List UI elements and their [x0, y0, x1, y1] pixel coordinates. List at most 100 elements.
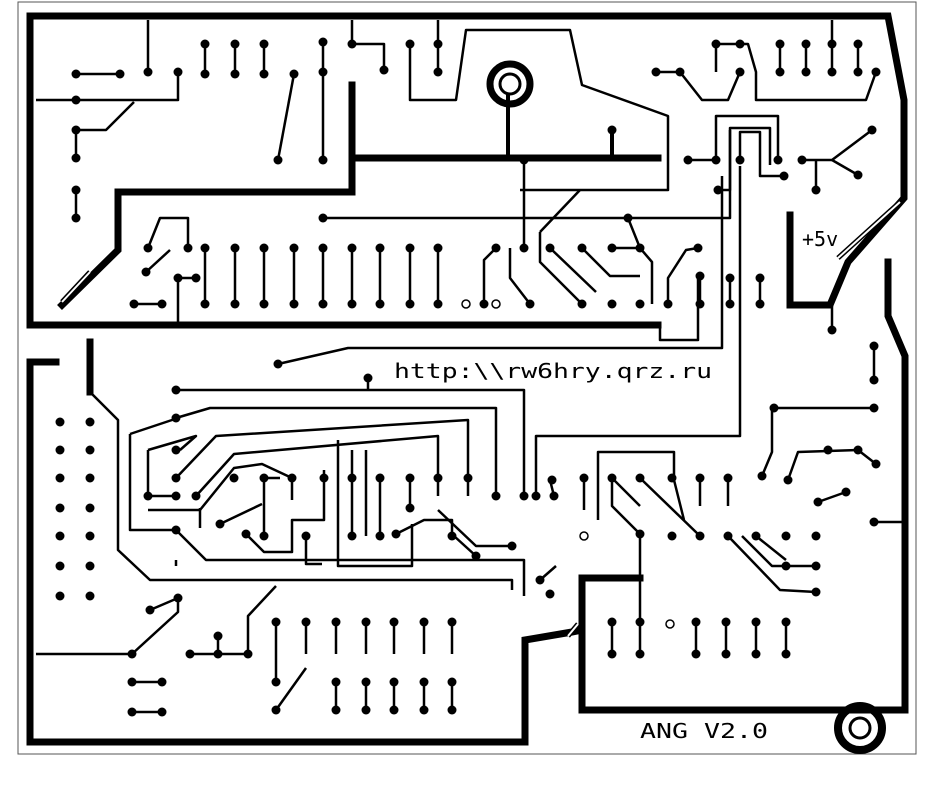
pad: [85, 445, 95, 455]
pad: [200, 39, 210, 49]
pad: [725, 273, 735, 283]
pad: [635, 243, 645, 253]
pad: [667, 473, 677, 483]
pad: [713, 185, 723, 195]
url-label: http:\\rw6hry.qrz.ru: [394, 359, 712, 383]
pad: [171, 491, 181, 501]
pad: [318, 243, 328, 253]
pad: [545, 589, 555, 599]
pad: [318, 299, 328, 309]
pad: [695, 473, 705, 483]
pad: [241, 529, 251, 539]
pad: [143, 243, 153, 253]
pad: [85, 561, 95, 571]
pad: [185, 649, 195, 659]
pad: [801, 67, 811, 77]
pad: [723, 531, 733, 541]
pad: [405, 243, 415, 253]
pad: [271, 677, 281, 687]
pad: [259, 243, 269, 253]
pad: [853, 67, 863, 77]
pad: [171, 473, 181, 483]
pad: [331, 705, 341, 715]
pad: [143, 67, 153, 77]
pad: [841, 487, 851, 497]
pad: [507, 541, 517, 551]
pad: [869, 375, 879, 385]
pad: [695, 271, 705, 281]
pad: [607, 243, 617, 253]
pad: [781, 531, 791, 541]
pad: [405, 503, 415, 513]
pad: [273, 155, 283, 165]
pad: [535, 575, 545, 585]
pad: [811, 561, 821, 571]
pad: [273, 359, 283, 369]
pad: [447, 705, 457, 715]
pad: [230, 69, 240, 79]
pad: [157, 299, 167, 309]
pad: [171, 525, 181, 535]
pad: [781, 617, 791, 627]
pad: [71, 125, 81, 135]
pad: [867, 125, 877, 135]
pad: [55, 591, 65, 601]
pad: [811, 587, 821, 597]
pad: [301, 617, 311, 627]
pad: [433, 67, 443, 77]
pad: [635, 649, 645, 659]
pad: [319, 473, 329, 483]
pad: [735, 67, 745, 77]
pad: [769, 403, 779, 413]
pad: [823, 445, 833, 455]
pad: [375, 473, 385, 483]
pad: [433, 243, 443, 253]
pad: [447, 677, 457, 687]
pad: [271, 705, 281, 715]
pad: [405, 299, 415, 309]
pad: [813, 497, 823, 507]
pad: [871, 459, 881, 469]
pad: [635, 299, 645, 309]
pad: [129, 299, 139, 309]
pad: [171, 413, 181, 423]
pad: [695, 531, 705, 541]
pad: [173, 67, 183, 77]
pad: [577, 243, 587, 253]
pad: [773, 155, 783, 165]
pad: [691, 617, 701, 627]
pad: [347, 243, 357, 253]
pad: [347, 39, 357, 49]
pad: [797, 155, 807, 165]
pad: [85, 531, 95, 541]
pad: [623, 213, 633, 223]
pad: [200, 69, 210, 79]
pad: [173, 593, 183, 603]
pad: [363, 373, 373, 383]
pad: [229, 473, 239, 483]
pad: [545, 243, 555, 253]
pad: [171, 385, 181, 395]
pad: [405, 473, 415, 483]
pad: [71, 153, 81, 163]
pad: [55, 503, 65, 513]
pad: [547, 475, 557, 485]
pad: [331, 677, 341, 687]
pad: [127, 677, 137, 687]
pad: [751, 531, 761, 541]
pad: [419, 617, 429, 627]
pad: [853, 39, 863, 49]
pad: [200, 299, 210, 309]
pad: [331, 617, 341, 627]
pad: [289, 299, 299, 309]
pad: [145, 605, 155, 615]
version-label: ANG V2.0: [640, 719, 768, 743]
pad: [85, 591, 95, 601]
pad: [379, 65, 389, 75]
pad: [259, 473, 269, 483]
pad: [243, 649, 253, 659]
pad: [361, 677, 371, 687]
pad: [127, 707, 137, 717]
pad: [479, 299, 489, 309]
pad: [811, 185, 821, 195]
